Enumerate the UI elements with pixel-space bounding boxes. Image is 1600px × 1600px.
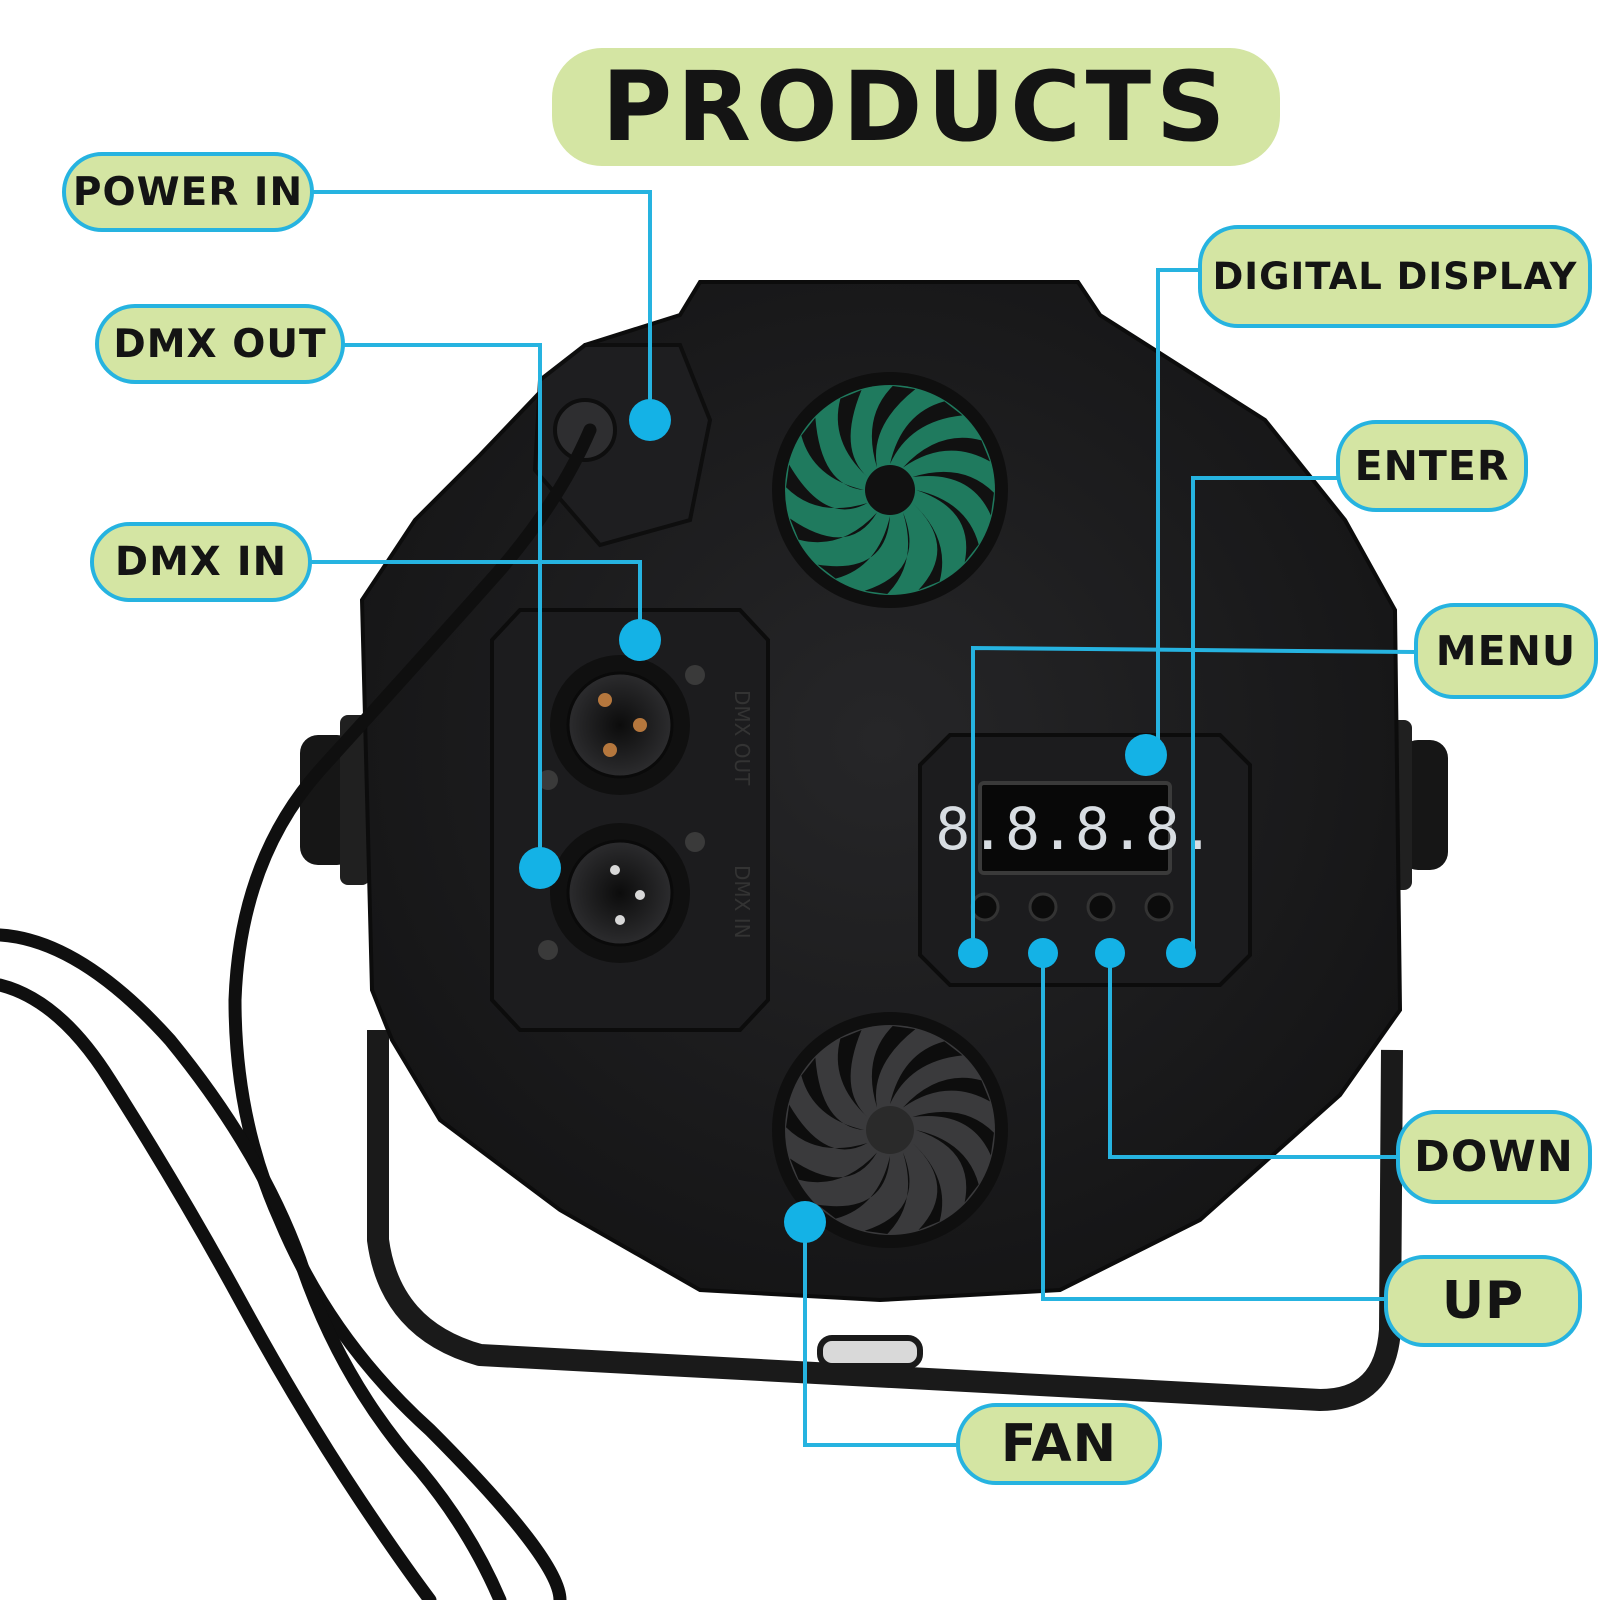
panel-text-dmx-out: DMX OUT (730, 690, 754, 786)
callout-dot-down (1095, 938, 1125, 968)
callout-dot-dmx-in (619, 619, 661, 661)
power-cable-loop (0, 928, 507, 1600)
callout-dot-power-in (629, 399, 671, 441)
dmx-out-connector (538, 655, 705, 795)
callout-line-dmx-in (310, 560, 642, 640)
fan-blade (817, 516, 890, 579)
callout-dots (519, 399, 1196, 1243)
label-dmx-in: DMX IN (90, 522, 312, 602)
fan-blade (786, 1104, 868, 1150)
fan-blade (871, 386, 916, 468)
dmx-panel: DMX OUT DMX IN (490, 608, 770, 1032)
label-fan: FAN (956, 1403, 1162, 1485)
digital-display-screen (978, 781, 1172, 875)
fan-blade (864, 1152, 910, 1234)
fan-blade (903, 1077, 991, 1108)
callout-dot-enter (1166, 938, 1196, 968)
label-up: UP (1384, 1255, 1582, 1347)
callout-line-dmx-out (340, 343, 542, 868)
fan-blade (912, 471, 994, 516)
callout-line-up (1041, 953, 1386, 1301)
dmx-in-connector (538, 823, 705, 963)
label-digital-display: DIGITAL DISPLAY (1198, 225, 1592, 328)
digital-display-reading: 8.8.8.8. (935, 795, 1214, 863)
page-title: PRODUCTS (552, 48, 1280, 166)
fan-blade (801, 1057, 864, 1130)
callout-dot-up (1028, 938, 1058, 968)
fan-blade (912, 1143, 943, 1231)
label-dmx-out: DMX OUT (95, 304, 345, 384)
fan-blade (912, 503, 943, 591)
fan-blade (789, 1152, 877, 1183)
fan-blade (789, 512, 877, 543)
control-panel: 8.8.8.8. (918, 733, 1252, 987)
panel-text-dmx-in: DMX IN (730, 865, 754, 939)
callout-line-down (1108, 953, 1398, 1159)
callout-dot-dmx-out (519, 847, 561, 889)
fan-blade (786, 464, 868, 510)
callout-dot-menu (958, 938, 988, 968)
fan-blade (903, 437, 991, 468)
callout-line-fan (803, 1222, 958, 1447)
label-down: DOWN (1396, 1110, 1592, 1204)
power-cable (228, 423, 597, 1600)
down-button[interactable] (1086, 892, 1116, 922)
fan-blade (817, 1156, 890, 1219)
enter-button[interactable] (1144, 892, 1174, 922)
label-power-in: POWER IN (62, 152, 314, 232)
fan-blade (912, 1111, 994, 1156)
callout-dot-digital-display (1125, 734, 1167, 776)
fan-blade (801, 417, 864, 490)
fan-blade (871, 1026, 916, 1108)
fan-blade (890, 401, 963, 464)
bracket-slot (817, 1335, 923, 1369)
power-cable-loop-2 (0, 978, 437, 1600)
label-menu: MENU (1414, 603, 1598, 699)
fan-blade (837, 389, 868, 477)
callout-line-power-in (310, 190, 652, 420)
fan-blade (916, 1130, 979, 1203)
callout-dot-fan (784, 1201, 826, 1243)
callout-line-enter (1191, 476, 1338, 953)
callout-lines (310, 190, 1416, 1447)
fan-blade (837, 1029, 868, 1117)
top-fan-grill (772, 372, 1008, 608)
fan-blade (890, 1041, 963, 1104)
callout-line-digital-display (1156, 268, 1200, 755)
bracket-knob-left (300, 715, 370, 885)
mounting-bracket (367, 1030, 1403, 1411)
callout-line-menu (971, 645, 1416, 953)
fan-blade (916, 490, 979, 563)
menu-button[interactable] (970, 892, 1000, 922)
up-button[interactable] (1028, 892, 1058, 922)
fan-blade (864, 512, 910, 594)
bottom-fan-grill (772, 1012, 1008, 1248)
label-enter: ENTER (1336, 420, 1528, 512)
